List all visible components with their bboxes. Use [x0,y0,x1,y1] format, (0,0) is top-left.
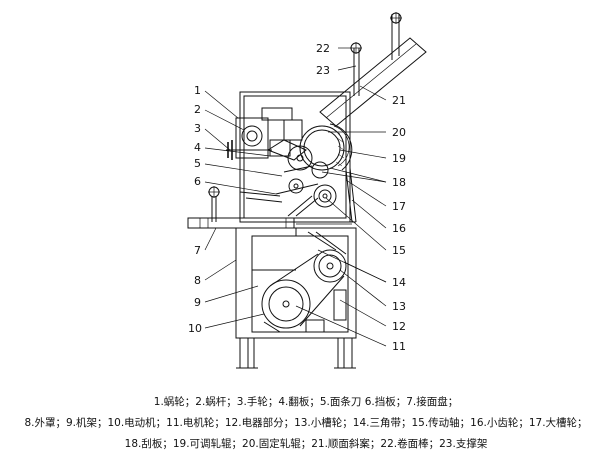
callout-8: 8 [194,274,201,287]
callout-1: 1 [194,84,201,97]
callout-13: 13 [392,300,406,313]
worm-gear-assembly [226,107,303,160]
roller-assembly [266,123,353,217]
callout-21: 21 [392,94,406,107]
callout-14: 14 [392,276,406,289]
callout-16: 16 [392,222,406,235]
callout-7: 7 [194,244,201,257]
callout-15: 15 [392,244,406,257]
lower-frame [235,227,357,369]
callout-12: 12 [392,320,406,333]
callout-19: 19 [392,152,406,165]
callout-5: 5 [194,157,201,170]
callout-10: 10 [188,322,202,335]
legend-line-3: 18.刮板；19.可调轧辊；20.固定轧辊；21.顺面斜案；22.卷面棒；23.… [124,438,488,450]
callout-labels: 1 2 3 4 5 6 7 8 9 10 11 12 13 14 15 16 1… [188,42,406,353]
legend-line-1: 1.蜗轮；2.蜗杆；3.手轮；4.翻板；5.面条刀 6.挡板；7.接面盘； [153,396,459,408]
callout-23: 23 [316,64,330,77]
callout-9: 9 [194,296,201,309]
support-frame [350,42,362,96]
callout-4: 4 [194,141,201,154]
dough-tray [187,217,356,229]
callout-11: 11 [392,340,406,353]
callout-2: 2 [194,103,201,116]
callout-18: 18 [392,176,406,189]
legend-line-2: 8.外罩；9.机架；10.电动机；11.电机轮；12.电器部分；13.小槽轮；1… [24,417,588,429]
left-crank [208,186,283,222]
parts-legend: 1.蜗轮；2.蜗杆；3.手轮；4.翻板；5.面条刀 6.挡板；7.接面盘； 8.… [0,392,612,455]
leader-lines [204,47,387,347]
motor-pulleys [261,231,347,333]
callout-3: 3 [194,122,201,135]
callout-20: 20 [392,126,406,139]
callout-22: 22 [316,42,330,55]
inclined-chute [319,12,427,127]
callout-6: 6 [194,175,201,188]
right-casing [345,167,357,223]
callout-17: 17 [392,200,406,213]
